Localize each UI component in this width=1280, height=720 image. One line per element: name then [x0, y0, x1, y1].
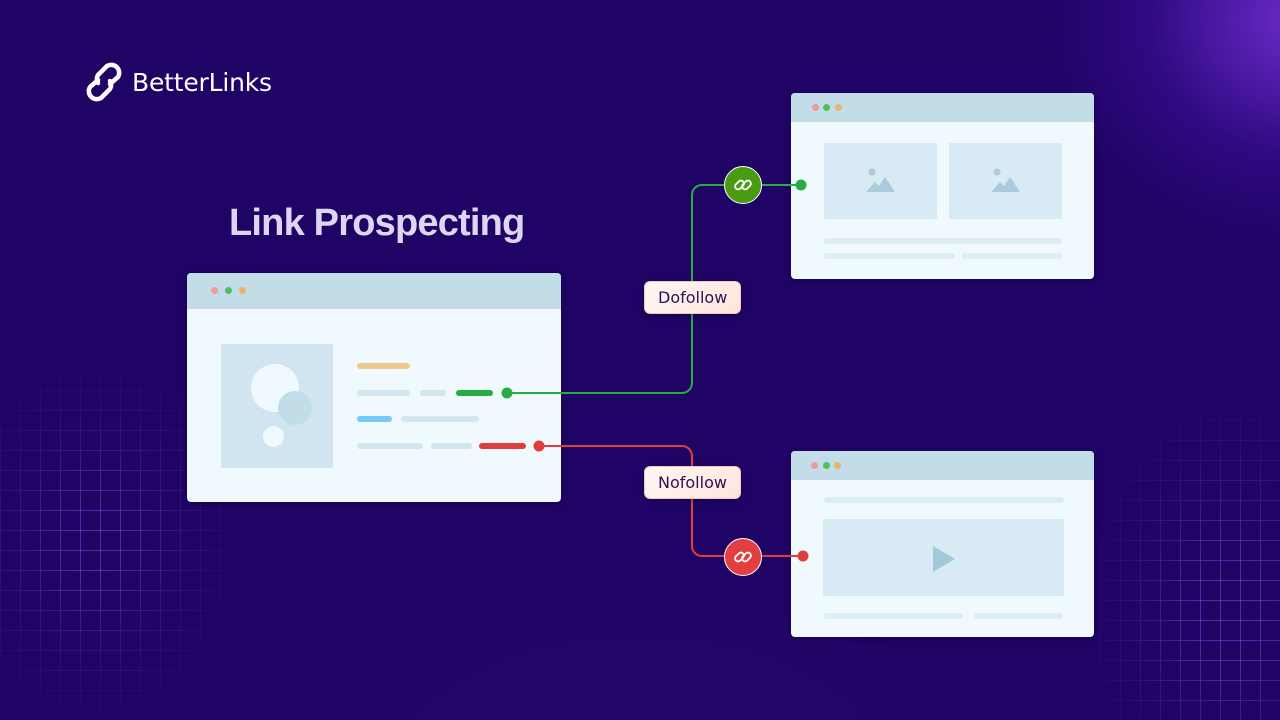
text-line	[974, 613, 1063, 619]
nofollow-anchor-text[interactable]	[479, 443, 526, 449]
window-titlebar	[187, 273, 561, 309]
video-player[interactable]	[823, 519, 1064, 596]
source-page-window	[187, 273, 561, 502]
video-page-window	[791, 451, 1094, 637]
window-titlebar	[791, 93, 1094, 122]
text-line	[357, 443, 423, 449]
maximize-dot	[823, 104, 830, 111]
maximize-dot	[823, 462, 830, 469]
nofollow-link-badge[interactable]	[724, 538, 762, 576]
image-placeholder-icon	[221, 344, 333, 468]
text-line	[420, 390, 446, 396]
image-gallery-page-window	[791, 93, 1094, 279]
text-line	[824, 253, 955, 259]
text-line	[824, 613, 963, 619]
chain-link-icon	[86, 62, 122, 102]
text-line	[962, 253, 1062, 259]
link-icon	[734, 179, 752, 191]
window-titlebar	[791, 451, 1094, 480]
image-card	[824, 143, 937, 219]
brand-name: BetterLinks	[132, 67, 272, 97]
play-icon	[933, 546, 955, 572]
text-line	[431, 443, 472, 449]
dofollow-tag: Dofollow	[644, 281, 742, 314]
maximize-dot	[225, 287, 232, 294]
close-dot	[812, 104, 819, 111]
minimize-dot	[834, 462, 841, 469]
image-icon	[991, 168, 1020, 192]
text-line	[824, 497, 1064, 503]
dofollow-anchor-text[interactable]	[456, 390, 493, 396]
text-line	[357, 390, 410, 396]
brand-logo: BetterLinks	[86, 62, 272, 102]
page-title: Link Prospecting	[229, 202, 525, 244]
background-grid-right	[1100, 280, 1280, 720]
text-line	[401, 416, 479, 422]
image-icon	[866, 168, 895, 192]
link-icon	[734, 551, 752, 563]
close-dot	[811, 462, 818, 469]
text-line	[824, 238, 1062, 244]
dofollow-link-badge[interactable]	[724, 166, 762, 204]
text-line	[357, 363, 410, 369]
text-line	[357, 416, 392, 422]
minimize-dot	[835, 104, 842, 111]
nofollow-tag: Nofollow	[644, 466, 741, 499]
close-dot	[211, 287, 218, 294]
minimize-dot	[239, 287, 246, 294]
image-card	[949, 143, 1062, 219]
